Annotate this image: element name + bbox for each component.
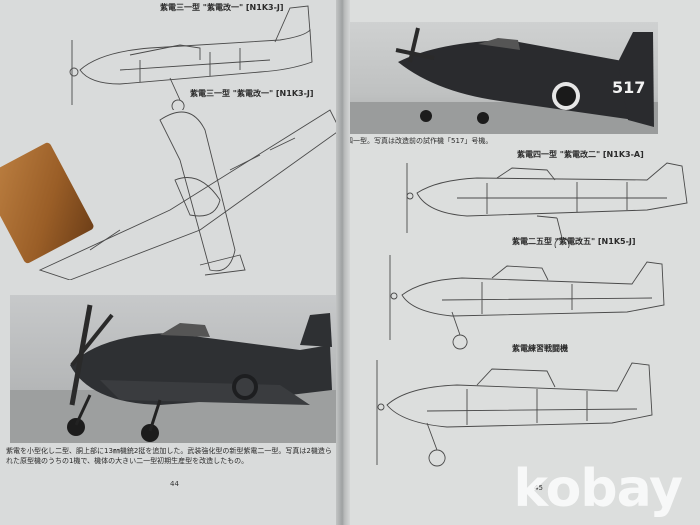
right-page: 517 四一型。写真は改造前の試作機「517」号機。 紫電四一型 "紫電改二" … xyxy=(342,0,700,525)
right-photo: 517 xyxy=(348,22,658,134)
left-caption-top-2: 紫電三一型 "紫電改一" [N1K3-J] xyxy=(190,89,314,98)
left-photo xyxy=(10,295,338,443)
right-caption-2: 紫電二五型 "紫電改五" [N1K5-J] xyxy=(512,237,636,246)
left-caption-bottom: 紫電を小型化し二型、胴上部に13㎜機銃2挺を追加した。武装強化型の新型紫電二一型… xyxy=(6,447,332,465)
right-page-number: 45 xyxy=(534,484,543,492)
plane-side-view-top-left xyxy=(69,5,313,110)
left-page-number: 44 xyxy=(170,480,179,488)
left-caption-top-1: 紫電三一型 "紫電改一" [N1K3-J] xyxy=(160,3,284,12)
plane-side-view-3 xyxy=(376,360,653,467)
right-photo-caption: 四一型。写真は改造前の試作機「517」号機。 xyxy=(346,137,493,145)
plane-side-view-2 xyxy=(389,255,665,350)
right-caption-1: 紫電四一型 "紫電改二" [N1K3-A] xyxy=(517,150,644,159)
book-gutter xyxy=(336,0,350,525)
watermark: kobay xyxy=(513,459,683,519)
tail-code: 517 xyxy=(612,78,646,97)
plane-side-view-1 xyxy=(406,162,688,248)
left-page: 紫電三一型 "紫電改一" [N1K3-J] 紫電三一型 "紫電改一" [N1K3… xyxy=(0,0,352,525)
plane-plan-view xyxy=(38,109,340,280)
right-caption-3: 紫電練習戦闘機 xyxy=(512,344,568,353)
